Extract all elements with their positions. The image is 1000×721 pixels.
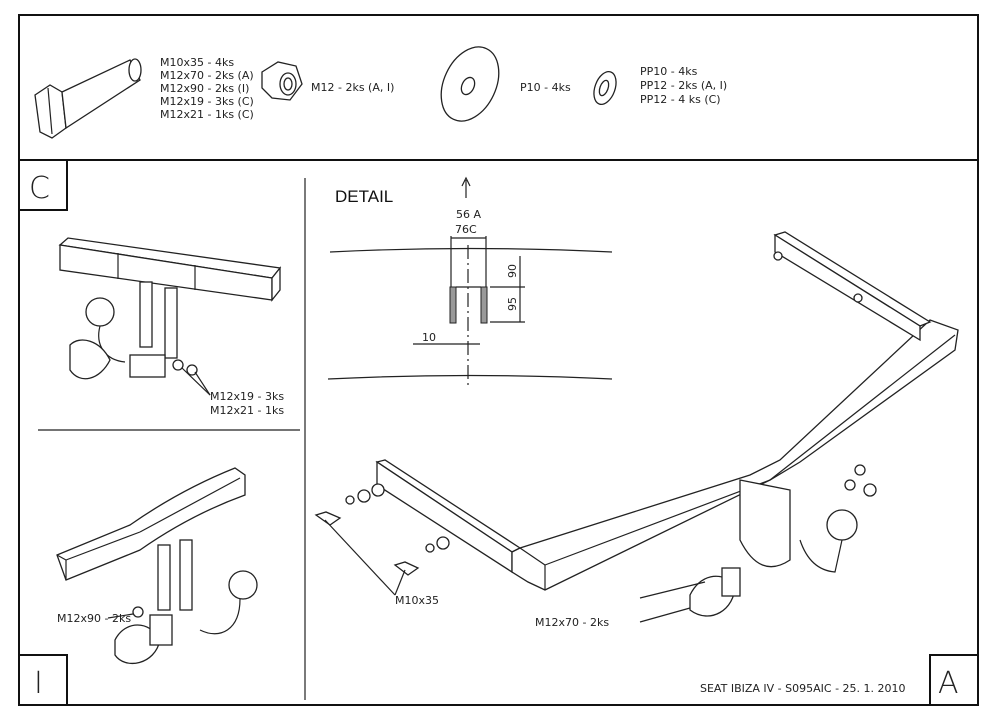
- detail-dim-top: 90: [506, 264, 519, 278]
- panel-i-box: [18, 654, 68, 706]
- nut-icon: [261, 61, 303, 101]
- panel-c-letter: C: [29, 171, 50, 206]
- bolt-item: M10x35 - 4ks: [160, 56, 234, 69]
- detail-width-c: 76C: [455, 223, 477, 236]
- panel-a-hitch-bolt-label: M12x70 - 2ks: [535, 616, 609, 629]
- panel-i-letter: I: [34, 666, 43, 701]
- bolt-item: M12x90 - 2ks (I): [160, 82, 249, 95]
- panel-c-box: [18, 159, 68, 211]
- panel-a-letter: A: [938, 666, 959, 701]
- towbar-a-drawing: [314, 231, 959, 623]
- bolt-item: M12x21 - 1ks (C): [160, 108, 254, 121]
- large-washer-label: P10 - 4ks: [520, 81, 571, 94]
- bolt-item: M12x70 - 2ks (A): [160, 69, 254, 82]
- detail-width-a: 56 A: [456, 208, 481, 221]
- washer-item: PP12 - 4 ks (C): [640, 93, 721, 106]
- detail-dim-thickness: 10: [422, 331, 436, 344]
- washer-item: PP12 - 2ks (A, I): [640, 79, 727, 92]
- footer-title: SEAT IBIZA IV - S095AIC - 25. 1. 2010: [700, 682, 906, 695]
- panel-a-side-bolt-label: M10x35: [395, 594, 439, 607]
- bolt-item: M12x19 - 3ks (C): [160, 95, 254, 108]
- panel-a-box: [929, 654, 979, 706]
- large-washer-icon: [440, 46, 500, 122]
- bolt-icon: [34, 58, 142, 139]
- small-washer-icon: [593, 71, 617, 105]
- nut-label: M12 - 2ks (A, I): [311, 81, 394, 94]
- crossbar-i-drawing: [56, 467, 258, 664]
- crossbar-c-drawing: [58, 237, 282, 396]
- bolt-list: M10x35 - 4ks M12x70 - 2ks (A) M12x90 - 2…: [160, 56, 254, 121]
- drawing-frame: [18, 14, 979, 706]
- detail-dim-bottom: 95: [506, 297, 519, 311]
- panel-c-bolt-label: M12x19 - 3ks: [210, 390, 284, 403]
- washer-item: PP10 - 4ks: [640, 65, 698, 78]
- detail-title: DETAIL: [335, 187, 393, 206]
- small-washer-list: PP10 - 4ks PP12 - 2ks (A, I) PP12 - 4 ks…: [640, 65, 727, 106]
- panel-c-bolt-label: M12x21 - 1ks: [210, 404, 284, 417]
- detail-section: DETAIL 56 A 76C 90 95 10: [327, 176, 613, 385]
- panel-i-bolt-label: M12x90 - 2ks: [57, 612, 131, 625]
